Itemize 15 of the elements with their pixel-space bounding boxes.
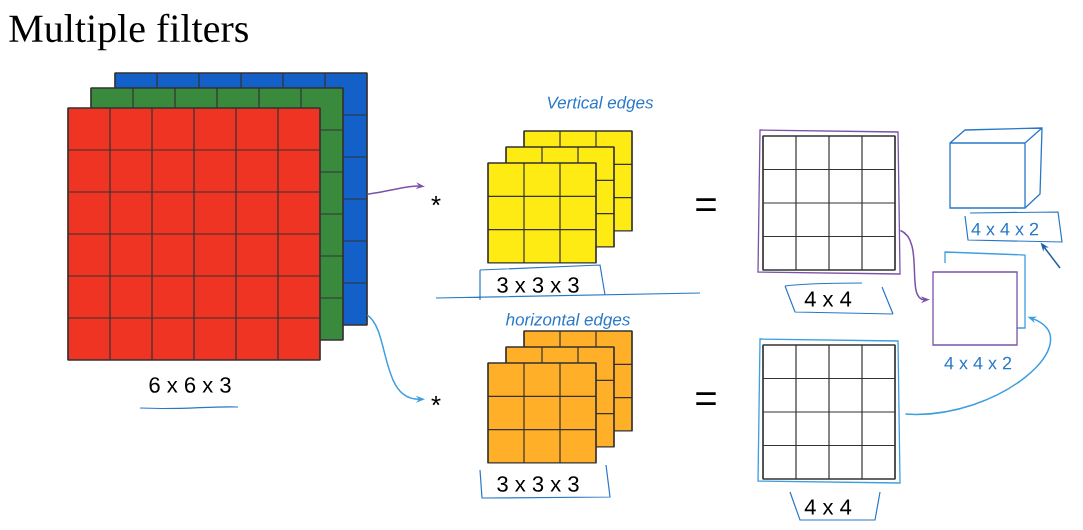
equals-sign: =	[696, 392, 716, 406]
handwritten-note: horizontal edges	[505, 313, 630, 329]
dimension-label: 6 x 6 x 3	[139, 377, 239, 410]
title: Multiple filters	[9, 13, 248, 51]
handwritten-note: Vertical edges	[547, 96, 654, 112]
convolution-sign: *	[431, 396, 441, 406]
dimension-label: 4 x 4 x 2	[944, 356, 1012, 370]
convolution-sign: *	[431, 196, 441, 206]
dimension-label: 3 x 3 x 3	[435, 264, 701, 301]
dimension-label: 3 x 3 x 3	[479, 464, 611, 499]
arrow	[904, 316, 1051, 415]
dimension-label: 4 x 4	[784, 282, 894, 315]
dimension-label: 4 x 4 x 2	[964, 211, 1063, 243]
dimension-label: 4 x 4	[789, 491, 881, 521]
equals-sign: =	[696, 198, 716, 212]
